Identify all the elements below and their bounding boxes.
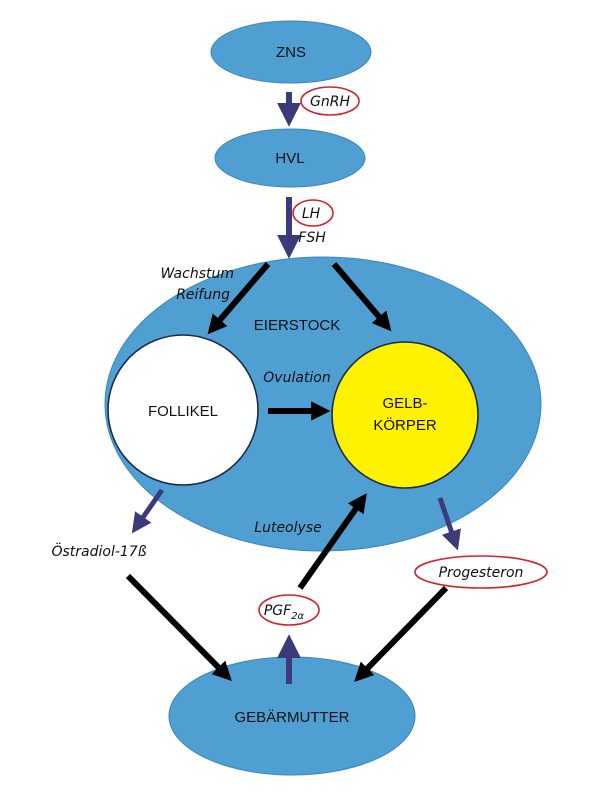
follikel-label: FOLLIKEL — [148, 403, 218, 420]
reifung-arrow — [331, 262, 392, 332]
ovulation-label: Ovulation — [263, 370, 330, 386]
lh-label: LH — [302, 206, 321, 222]
reifung-label: Reifung — [176, 287, 230, 303]
progesteron-to-uterus-arrow — [354, 585, 449, 683]
pgf-ring — [258, 594, 320, 626]
node-follikel: FOLLIKEL — [107, 334, 259, 486]
gnrh-hormone: GnRH — [300, 86, 360, 116]
pgf-main: PGF — [264, 603, 292, 619]
lh-ring — [292, 199, 334, 227]
node-hvl: HVL — [214, 128, 366, 188]
hvl-label: HVL — [275, 150, 304, 167]
oestradiol-to-uterus-arrow — [125, 573, 232, 681]
progesteron-ring — [414, 555, 548, 589]
hvl-ellipse — [214, 128, 366, 188]
oestradiol-arrow — [131, 488, 165, 534]
fsh-label: FSH — [298, 230, 326, 246]
luteolyse-label: Luteolyse — [254, 520, 321, 536]
progesteron-arrow — [437, 497, 461, 551]
gelbkoerper-label-line2: KÖRPER — [373, 416, 437, 434]
follikel-circle — [107, 334, 259, 486]
wachstum-label: Wachstum — [160, 266, 234, 282]
pgf-label: PGF2α — [264, 603, 305, 622]
wachstum-arrow — [207, 262, 271, 335]
oestradiol-label: Östradiol-17ß — [51, 542, 146, 560]
gnrh-label: GnRH — [310, 94, 350, 110]
gelbkoerper-label-line1: GELB- — [382, 395, 427, 412]
progesteron-hormone: Progesteron — [414, 555, 548, 589]
zns-ellipse — [210, 20, 372, 84]
gnrh-ring — [300, 86, 360, 116]
luteolyse-arrow — [297, 493, 367, 590]
progesteron-label: Progesteron — [439, 565, 524, 581]
zns-label: ZNS — [276, 44, 306, 61]
lh-hormone: LH — [292, 199, 334, 227]
eierstock-label: EIERSTOCK — [254, 317, 340, 334]
gelbkoerper-circle — [331, 341, 479, 489]
node-zns: ZNS — [210, 20, 372, 84]
pgf-hormone: PGF2α — [258, 594, 320, 626]
pgf-subscript: 2α — [291, 611, 304, 622]
node-gelbkoerper: GELB- KÖRPER — [331, 341, 479, 489]
gebaermutter-label: GEBÄRMUTTER — [234, 709, 349, 726]
